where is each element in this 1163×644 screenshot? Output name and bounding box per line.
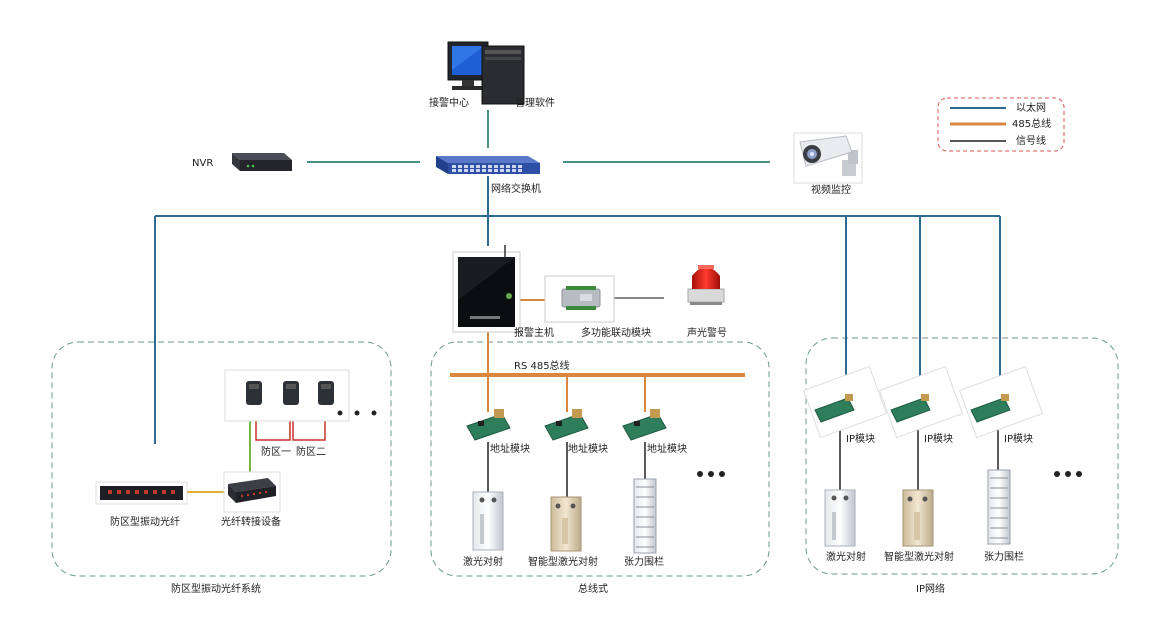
fiber-sensor-panel <box>224 369 350 422</box>
ip-module-icon <box>958 365 1044 439</box>
legend-485: 485总线 <box>1012 117 1051 130</box>
mgmt-software-label: 管理软件 <box>515 96 555 109</box>
fiber-sensor-icon <box>318 381 334 405</box>
multi-module-label: 多功能联动模块 <box>581 326 651 339</box>
tension-fence-label-bus: 张力围栏 <box>624 555 664 568</box>
alarm-center-label: 接警中心 <box>429 96 469 109</box>
switch-icon <box>436 156 540 174</box>
laser-label-bus: 激光对射 <box>463 555 503 568</box>
tension-fence-label-ip: 张力围栏 <box>984 550 1024 563</box>
more-dots <box>337 410 377 416</box>
group-bus-label: 总线式 <box>578 582 608 595</box>
legend-ethernet: 以太网 <box>1016 101 1046 114</box>
sound-light-label: 声光警号 <box>687 326 727 339</box>
ip-module-label-3: IP模块 <box>1004 433 1033 445</box>
network-lines <box>154 110 1001 497</box>
address-module-icon <box>544 409 589 441</box>
tension-fence-icon <box>633 478 657 554</box>
laser-label-ip: 激光对射 <box>826 550 866 563</box>
video-monitor-label: 视频监控 <box>811 183 851 196</box>
address-module-label-3: 地址模块 <box>647 442 687 455</box>
group-fiber-label: 防区型振动光纤系统 <box>171 582 261 595</box>
nvr-label: NVR <box>192 158 213 169</box>
alarm-host-icon <box>452 245 521 333</box>
address-module-label-1: 地址模块 <box>490 442 530 455</box>
ip-module-label-2: IP模块 <box>924 433 953 445</box>
more-dots <box>1054 471 1082 477</box>
multi-module-icon <box>544 275 615 323</box>
address-module-icon <box>622 409 667 441</box>
switch-label: 网络交换机 <box>491 182 541 195</box>
ip-module-icon <box>802 365 888 439</box>
zone2-label: 防区二 <box>296 445 326 458</box>
group-box-fiber <box>51 341 392 577</box>
nvr-icon <box>232 153 292 171</box>
ip-module-label-1: IP模块 <box>846 433 875 445</box>
fiber-transfer-device-icon <box>223 471 281 513</box>
fiber-sensor-icon <box>283 381 299 405</box>
camera-icon <box>793 132 863 184</box>
smart-laser-label-ip: 智能型激光对射 <box>884 550 954 563</box>
smart-laser-icon <box>902 489 934 547</box>
address-module-icon <box>466 409 511 441</box>
zone-fiber-label: 防区型振动光纤 <box>110 515 180 528</box>
zone-fiber-device-icon <box>95 481 188 505</box>
zone1-label: 防区一 <box>261 445 291 458</box>
laser-beam-icon <box>472 491 504 551</box>
more-dots <box>697 471 725 477</box>
rs485-label: RS 485总线 <box>514 359 570 372</box>
legend-signal: 信号线 <box>1016 134 1046 147</box>
tension-fence-icon <box>987 469 1011 545</box>
ip-module-icon <box>878 365 964 439</box>
group-box-ip <box>805 337 1119 575</box>
smart-laser-label-bus: 智能型激光对射 <box>528 555 598 568</box>
smart-laser-icon <box>550 496 582 552</box>
group-ip-label: IP网络 <box>916 582 945 595</box>
legend: 以太网 485总线 信号线 <box>937 97 1065 152</box>
computer-icon <box>447 41 525 105</box>
laser-beam-icon <box>824 489 856 547</box>
siren-icon <box>687 265 725 305</box>
group-box-bus <box>430 341 770 577</box>
alarm-host-label: 报警主机 <box>514 326 554 339</box>
fiber-transfer-label: 光纤转接设备 <box>221 515 281 528</box>
address-module-label-2: 地址模块 <box>568 442 608 455</box>
fiber-sensor-icon <box>246 381 262 405</box>
